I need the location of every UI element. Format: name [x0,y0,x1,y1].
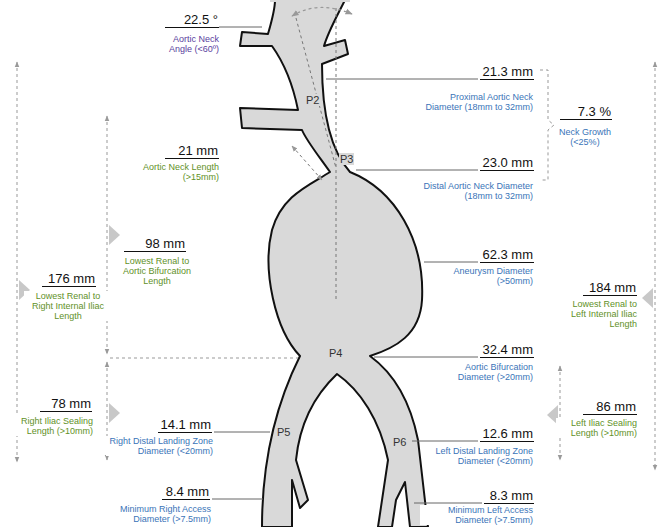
dim-line [560,366,561,460]
callout-label: P2 [305,94,320,106]
diameter-caption: Proximal Aortic Neck Diameter (18mm to 3… [420,92,534,112]
leader-line [326,79,478,80]
measure-value: 78 mm [40,396,92,412]
callout-label: P5 [276,426,291,438]
diameter-caption: Minimum Right Access Diameter (>7.5mm) [106,504,212,524]
dim-line [655,62,656,470]
bifurcation-level [110,358,298,359]
pointer [109,403,120,423]
neck-length-arrow [292,146,322,180]
callout-label: P3 [339,153,354,165]
measure-value: 14.1 mm [158,417,212,433]
diameter-caption: Distal Aortic Neck Diameter (18mm to 32m… [420,181,534,201]
measure-value: 98 mm [124,236,186,252]
leader-line [219,27,262,28]
leader-line [412,441,478,442]
diameter-caption: Minimum Left Access Diameter (>7.5mm) [420,505,534,525]
length-caption: Lowest Renal to Aortic Bifurcation Lengt… [114,256,200,286]
leader-line [212,499,263,500]
length-caption: Lowest Renal to Right Internal Iliac Len… [24,291,112,321]
measure-value: 8.3 mm [484,488,534,504]
callout-label: P4 [328,347,343,359]
measure-value: 86 mm [583,399,637,415]
diameter-caption: Neck Growth (<25%) [553,127,617,147]
measure-value: 8.4 mm [162,484,210,500]
measure-value: 21.3 mm [480,64,534,80]
angle-caption: Aortic Neck Angle (<60º) [150,34,220,54]
leader-line [356,170,478,171]
leader-line [414,503,482,504]
vertical-axis [336,8,337,300]
measure-value: 32.4 mm [480,342,534,358]
angle-arc [292,7,352,16]
diameter-caption: Left Distal Landing Zone Diameter (<20mm… [424,446,534,466]
measure-value: 62.3 mm [480,247,534,263]
measure-value: 22.5 ° [165,12,219,28]
leader-line [424,262,478,263]
measure-value: 23.0 mm [480,155,534,171]
bracket [540,70,554,180]
length-caption: Right Iliac Sealing Length (>10mm) [8,416,94,436]
length-caption: Aortic Neck Length (>15mm) [136,162,220,182]
length-caption: Left Iliac Sealing Length (>10mm) [556,418,638,438]
measure-value: 7.3 % [560,104,612,120]
measure-value: 21 mm [165,143,219,159]
aorta-top-cut [270,0,350,2]
dim-line [17,62,18,462]
diameter-caption: Right Distal Landing Zone Diameter (<20m… [106,436,214,456]
measure-value: 12.6 mm [480,426,534,442]
diameter-caption: Aneurysm Diameter (>50mm) [446,266,534,286]
neck-axis [296,18,336,168]
callout-label: P6 [392,436,407,448]
leader-line [214,432,270,433]
leader-line [374,357,478,358]
pointer [109,225,120,245]
measure-value: 184 mm [583,280,637,296]
diameter-caption: Aortic Bifurcation Diameter (>20mm) [446,362,534,382]
length-caption: Lowest Renal to Left Internal Iliac Leng… [556,299,638,329]
pointer [642,288,653,308]
measure-value: 176 mm [42,271,96,287]
